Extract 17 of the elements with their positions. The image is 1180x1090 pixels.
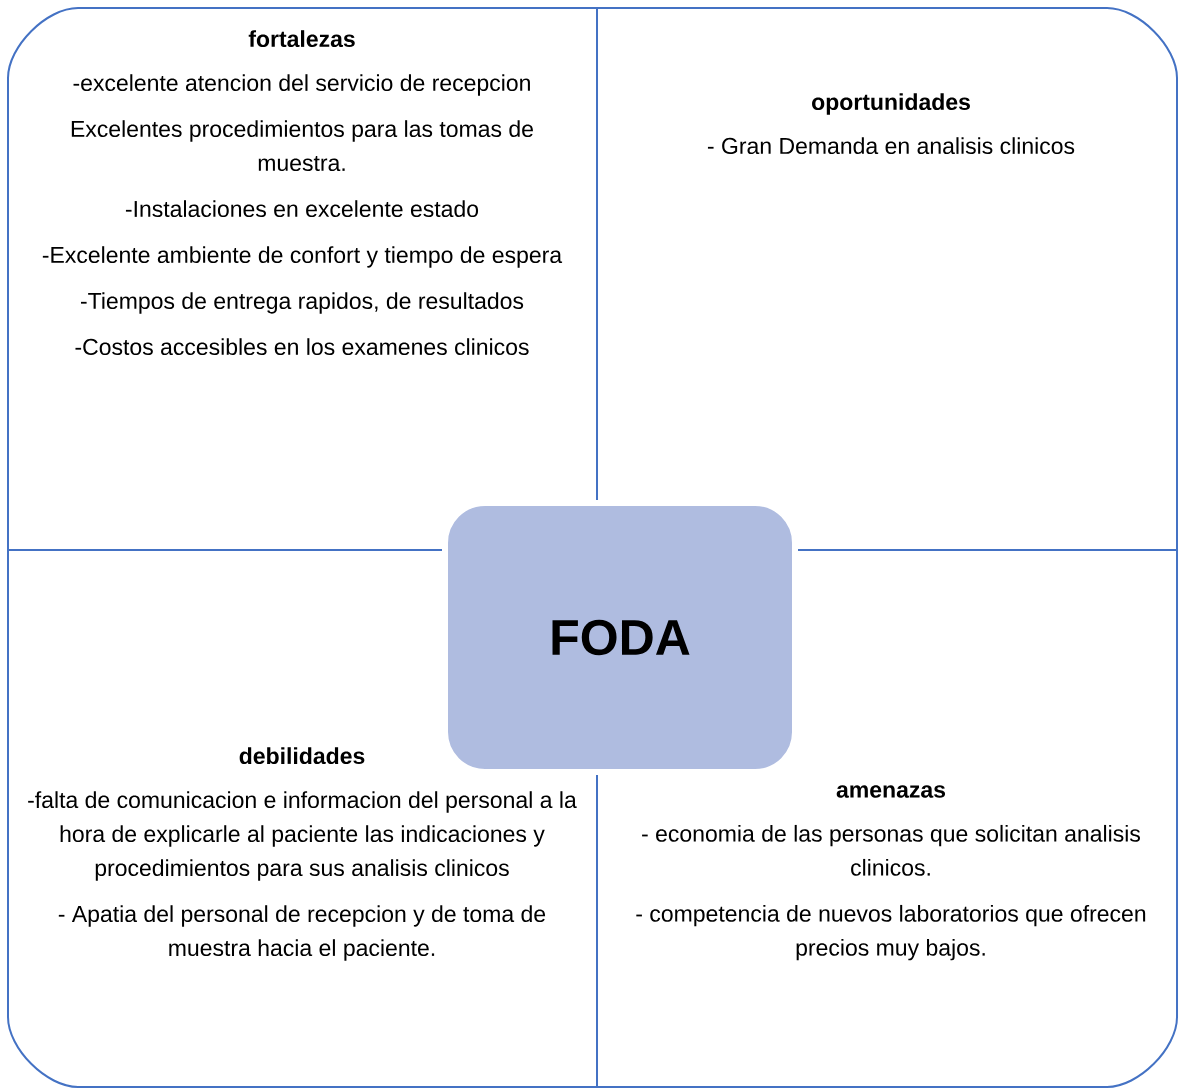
quadrant-heading: oportunidades bbox=[812, 93, 970, 115]
list-item: -Instalaciones en excelente estado bbox=[125, 200, 479, 218]
quadrant-heading: amenazas bbox=[836, 785, 946, 798]
list-item: - competencia de nuevos laboratorios que ofrecen precios muy bajos. bbox=[636, 904, 1146, 961]
list-item: - Gran Demanda en analisis clinicos bbox=[707, 137, 1075, 155]
quadrant-heading: fortalezas bbox=[248, 30, 355, 48]
list-item: -Excelente ambiente de confort y tiempo de espera bbox=[42, 246, 563, 268]
quadrant-panel bbox=[7, 7, 598, 551]
list-item: -Tiempos de entrega rapidos, de resultados bbox=[81, 292, 524, 314]
quadrant-heading: debilidades bbox=[239, 747, 365, 765]
list-item: - economia de las personas que solicitan analisis clinicos. bbox=[642, 824, 1140, 876]
list-item: -Costos accesibles en los examenes clinicos bbox=[75, 338, 529, 356]
center-box: FODA bbox=[442, 500, 798, 775]
list-item: - Apatia del personal de recepcion y de toma de muestra hacia el paciente. bbox=[58, 905, 546, 961]
list-item: -falta de comunicacion e informacion del personal a la hora de explicarle al paciente las indicaciones y procedimientos para sus analisis clinicos bbox=[28, 791, 577, 881]
list-item: Excelentes procedimientos para las tomas de muestra. bbox=[71, 120, 533, 172]
list-item: -excelente atencion del servicio de recepcion bbox=[73, 74, 530, 96]
